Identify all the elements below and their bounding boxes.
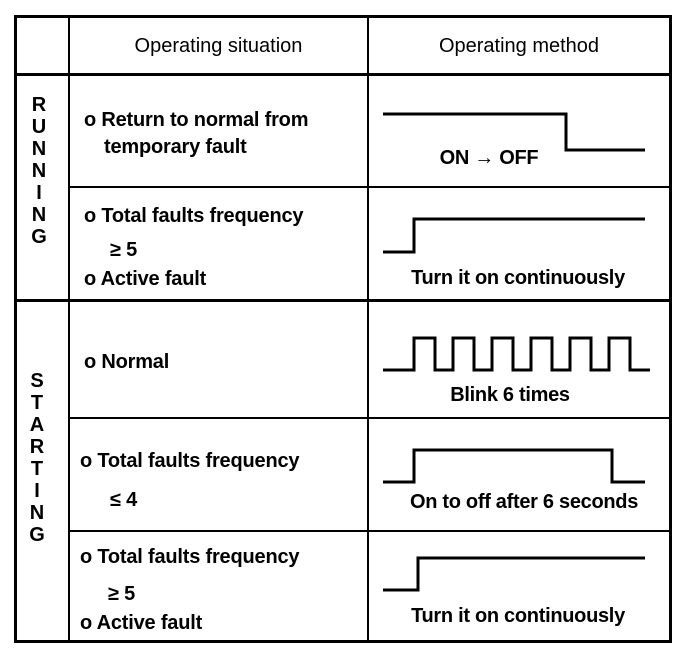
row-4-situation-line-1: o Total faults frequency [80,450,300,472]
column-divider-1 [68,15,70,643]
row-4-situation-line-2: ≤ 4 [110,489,138,511]
row-5-method-caption: Turn it on continuously [411,605,625,627]
row-3-method-caption: Blink 6 times [450,384,570,406]
row-4-waveform-line [383,448,645,484]
row-1-situation-line-2: temporary fault [104,136,247,158]
row-2-situation-line-2: ≥ 5 [110,239,138,261]
row-1-situation-line-1: o Return to normal from [84,109,309,131]
running-letter: I [36,182,42,204]
row-2-situation-line-1: o Total faults frequency [84,205,304,227]
starting-letter: T [30,392,44,414]
column-divider-2 [367,15,369,643]
header-divider [14,73,672,76]
starting-letter: N [29,502,45,524]
running-letter: U [31,116,47,138]
row-3-waveform-line [383,336,650,372]
starting-letter: S [30,370,44,392]
running-letter: G [31,226,47,248]
row-divider-1 [68,186,672,188]
running-letter: N [31,160,47,182]
row-5-situation-line-1: o Total faults frequency [80,546,300,568]
row-2-waveform-line [383,217,645,254]
row-5-waveform-line [383,556,645,592]
border-left [14,15,17,643]
row-2-method-caption: Turn it on continuously [411,267,625,289]
starting-letter: T [30,458,44,480]
row-1-method-caption: ON → OFF [439,147,539,169]
row-4-method-caption: On to off after 6 seconds [409,491,639,513]
border-bottom [14,640,672,643]
running-letter: N [31,204,47,226]
row-divider-4 [68,530,672,532]
border-top [14,15,672,18]
starting-letter: I [34,480,40,502]
starting-letter: G [29,524,45,546]
section-divider [14,299,672,302]
starting-letter: A [29,414,45,436]
border-right [669,15,672,643]
starting-letter: R [29,436,45,458]
row-5-situation-line-3: o Active fault [80,612,203,634]
running-letter: R [31,94,47,116]
header-operating-situation: Operating situation [134,35,303,57]
row-5-situation-line-2: ≥ 5 [108,583,136,605]
row-divider-3 [68,417,672,419]
running-letter: N [31,138,47,160]
row-3-situation-line-1: o Normal [84,351,170,373]
row-1-waveform-line [383,112,645,152]
header-operating-method: Operating method [438,35,600,57]
row-2-situation-line-3: o Active fault [84,268,207,290]
